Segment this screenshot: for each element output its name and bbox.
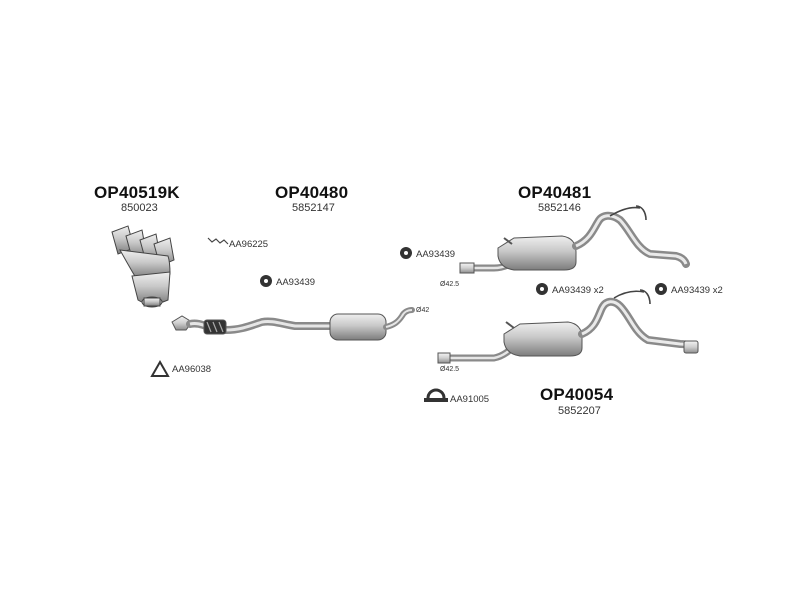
- label-diameter-rear-b: Ø42.5: [440, 366, 460, 373]
- assembly-ref-rear-b: 5852207: [558, 405, 601, 417]
- manifold-catalyst-part[interactable]: [111, 225, 175, 308]
- label-seal-ring: AA96038: [172, 364, 212, 375]
- clamp-ring-icon[interactable]: [424, 388, 448, 402]
- gasket-b-icon[interactable]: [655, 283, 667, 295]
- rear-silencer-a-part[interactable]: [459, 205, 690, 274]
- front-pipe-silencer-part[interactable]: [171, 307, 415, 341]
- label-gasket-rear: AA93439: [416, 249, 456, 260]
- clamp-small-part[interactable]: [207, 237, 229, 245]
- assembly-ref-front-pipe: 5852147: [292, 202, 335, 214]
- rear-silencer-b-part[interactable]: [437, 289, 699, 364]
- gasket-a-icon[interactable]: [536, 283, 548, 295]
- label-gasket-mid: AA93439: [276, 277, 316, 288]
- assembly-code-front-pipe: OP40480: [275, 183, 349, 202]
- label-diameter-rear-a: Ø42.5: [440, 281, 460, 288]
- label-gasket-b: AA93439 x2: [671, 285, 723, 296]
- assembly-code-rear-a: OP40481: [518, 183, 592, 202]
- seal-ring-icon[interactable]: [150, 359, 170, 377]
- assembly-ref-rear-a: 5852146: [538, 202, 581, 214]
- assembly-code-rear-b: OP40054: [540, 385, 614, 404]
- gasket-mid-icon[interactable]: [260, 275, 272, 287]
- assembly-ref-catalyst: 850023: [121, 202, 158, 214]
- label-diameter-front: Ø42: [416, 307, 430, 314]
- label-clamp-small: AA96225: [229, 239, 269, 250]
- gasket-rear-icon[interactable]: [400, 247, 412, 259]
- assembly-code-catalyst: OP40519K: [94, 183, 180, 202]
- label-clamp-ring: AA91005: [450, 394, 490, 405]
- label-gasket-a: AA93439 x2: [552, 285, 604, 296]
